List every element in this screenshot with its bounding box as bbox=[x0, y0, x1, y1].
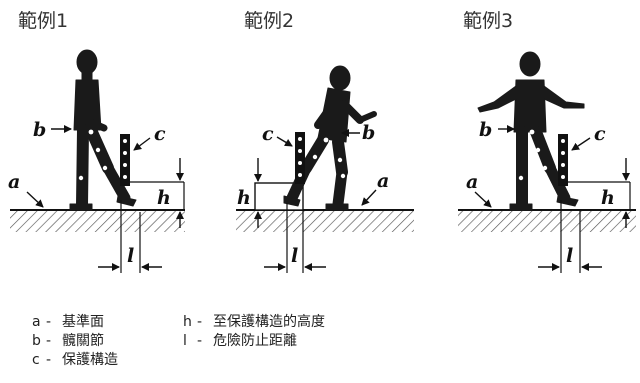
label-l: l bbox=[566, 245, 573, 267]
legend-text: 至保護構造的高度 bbox=[213, 314, 325, 330]
legend-key: b bbox=[32, 333, 41, 349]
person-joint-dots bbox=[78, 129, 108, 181]
legend-sep: - bbox=[46, 314, 52, 330]
legend-text: 基準面 bbox=[62, 314, 104, 330]
label-h: h bbox=[601, 187, 615, 209]
legend-item-a: a-基準面 bbox=[32, 313, 118, 332]
legend-right: h-至保護構造的高度 l-危險防止距離 bbox=[183, 313, 325, 351]
legend-text: 保護構造 bbox=[62, 352, 118, 368]
example-3-title: 範例3 bbox=[463, 10, 514, 32]
label-h: h bbox=[157, 187, 171, 209]
legend-item-h: h-至保護構造的高度 bbox=[183, 313, 325, 332]
legend-text: 危險防止距離 bbox=[213, 333, 297, 349]
legend-left: a-基準面 b-髖關節 c-保護構造 bbox=[32, 313, 118, 370]
example-2-title: 範例2 bbox=[244, 10, 295, 32]
example-3-diagram: a b c h l bbox=[458, 51, 636, 273]
label-c: c bbox=[262, 123, 274, 145]
legend-item-l: l-危險防止距離 bbox=[183, 332, 325, 351]
legend-key: h bbox=[183, 314, 192, 330]
person-joint-dots bbox=[312, 137, 346, 179]
example-2-diagram: a b c h l bbox=[236, 65, 414, 273]
ground-hatch bbox=[236, 210, 414, 232]
legend-key: a bbox=[32, 314, 41, 330]
legend-text: 髖關節 bbox=[62, 333, 104, 349]
person-figure bbox=[69, 49, 137, 211]
example-1-diagram: a b c h l bbox=[8, 49, 185, 273]
legend-sep: - bbox=[197, 314, 203, 330]
person-joint-dots bbox=[518, 129, 548, 181]
legend-key: l bbox=[183, 333, 187, 349]
label-a: a bbox=[377, 170, 389, 192]
label-b: b bbox=[479, 119, 492, 141]
label-c: c bbox=[594, 123, 606, 145]
label-b: b bbox=[33, 119, 46, 141]
protective-structure bbox=[120, 134, 130, 186]
legend-key: c bbox=[32, 352, 40, 368]
label-b: b bbox=[362, 122, 375, 144]
example-1-title: 範例1 bbox=[18, 10, 69, 32]
label-l: l bbox=[127, 245, 134, 267]
label-a: a bbox=[466, 171, 478, 193]
person-figure bbox=[477, 51, 585, 211]
diagram-figures: a b c h l bbox=[8, 49, 636, 273]
label-h: h bbox=[237, 187, 251, 209]
label-c: c bbox=[154, 123, 166, 145]
ground-hatch bbox=[458, 210, 636, 232]
protective-structure bbox=[558, 134, 568, 186]
label-a: a bbox=[8, 171, 20, 193]
protective-structure bbox=[295, 132, 305, 184]
legend-item-c: c-保護構造 bbox=[32, 351, 118, 370]
label-l: l bbox=[291, 245, 298, 267]
legend-sep: - bbox=[46, 333, 52, 349]
ground-hatch bbox=[10, 210, 185, 232]
legend-item-b: b-髖關節 bbox=[32, 332, 118, 351]
legend-sep: - bbox=[46, 352, 52, 368]
legend-sep: - bbox=[197, 333, 203, 349]
